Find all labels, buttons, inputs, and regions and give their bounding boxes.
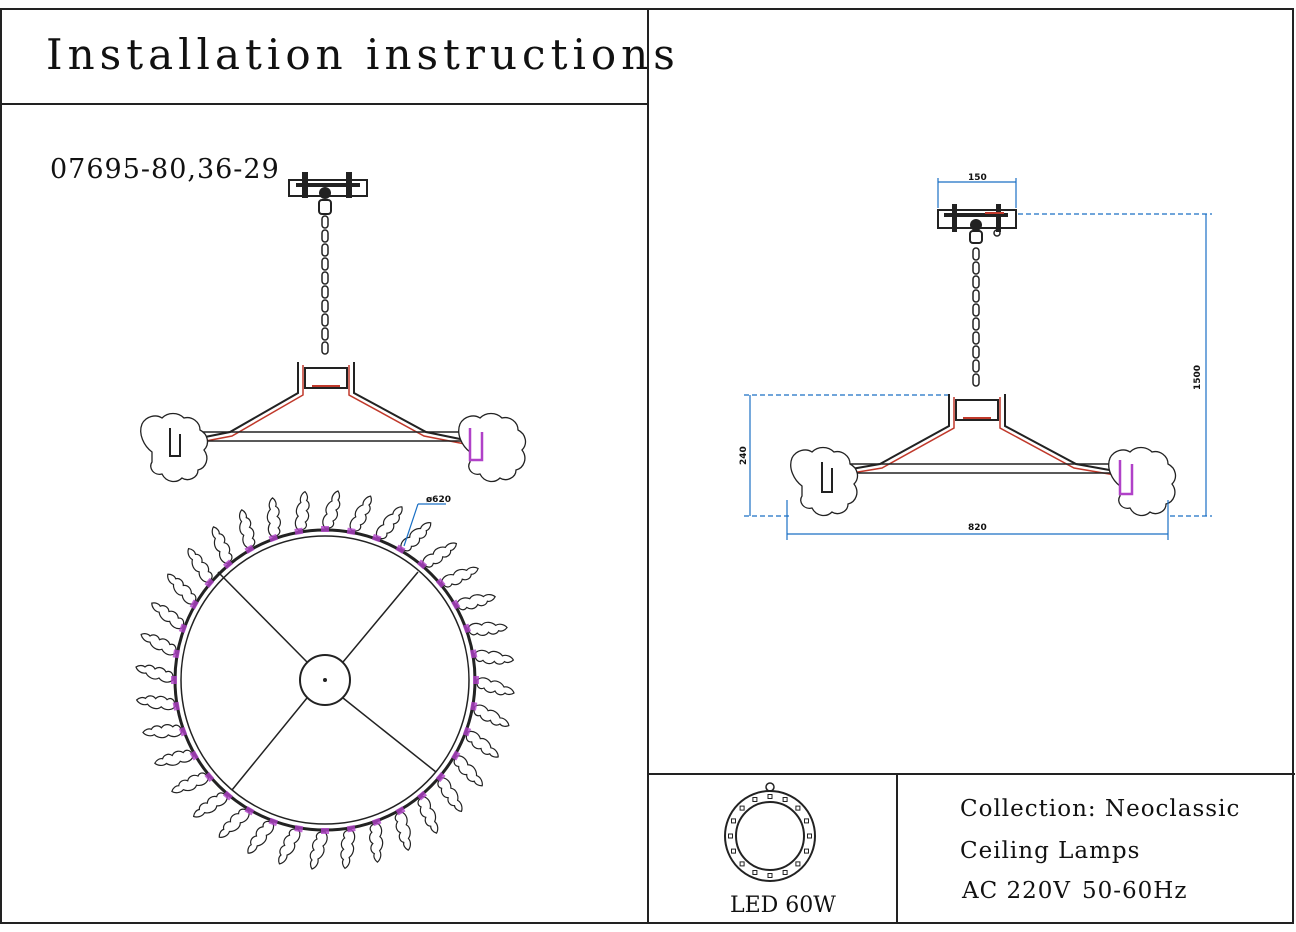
- crystal-leaf: [135, 664, 177, 684]
- model-number: 07695-80,36-29: [50, 154, 280, 185]
- crystal-leaf: [451, 750, 483, 787]
- led-chip: [767, 794, 773, 799]
- left-top-view: ø620: [135, 490, 515, 870]
- led-chip: [731, 818, 736, 824]
- led-chip: [767, 873, 773, 878]
- info-split: [896, 773, 898, 924]
- dim-total-width: 820: [968, 523, 987, 533]
- collection-text: Collection: Neoclassic: [960, 796, 1241, 822]
- led-chip: [731, 848, 736, 854]
- crystal-leaf: [435, 772, 463, 813]
- crystal-leaf: [211, 526, 233, 570]
- crystal-leaf: [462, 621, 508, 636]
- crystal-leaf: [309, 828, 329, 870]
- crystal-leaf: [369, 817, 384, 863]
- crystal-leaf: [142, 724, 188, 739]
- crystal-leaf: [167, 573, 199, 610]
- led-chip: [752, 797, 758, 802]
- right-side-view: 150 1500 240 820: [739, 173, 1212, 540]
- crystal-leaf: [140, 633, 180, 659]
- crystal-leaf: [187, 547, 215, 588]
- crystal-leaf: [470, 649, 515, 665]
- led-chip: [752, 870, 758, 875]
- dim-total-height: 1500: [1193, 365, 1203, 390]
- led-chip: [804, 818, 809, 824]
- crystal-leaf: [294, 490, 310, 535]
- led-chip: [739, 805, 745, 811]
- crystal-leaf: [395, 522, 432, 554]
- crystal-leaf: [278, 825, 304, 865]
- crystal-leaf: [238, 509, 256, 554]
- crystal-leaf: [218, 806, 255, 838]
- left-side-view: [140, 172, 527, 483]
- crystal-leaf: [154, 749, 199, 767]
- crystal-leaf: [266, 497, 281, 543]
- voltage-text: AC 220V: [962, 878, 1072, 904]
- led-label: LED 60W: [730, 893, 836, 918]
- crystal-leaf: [417, 790, 439, 834]
- led-chip: [728, 833, 733, 839]
- crystal-leaf: [135, 695, 180, 711]
- center-divider: [647, 8, 649, 924]
- crystal-leaf: [340, 825, 356, 870]
- crystal-leaf: [417, 542, 458, 570]
- diameter-label: ø620: [426, 495, 451, 505]
- info-divider: [647, 773, 1295, 775]
- led-chip: [795, 861, 801, 867]
- frequency-text: 50-60Hz: [1082, 878, 1188, 904]
- dim-body-height: 240: [739, 446, 749, 465]
- crystal-leaf: [451, 593, 496, 611]
- crystal-leaf: [346, 495, 372, 535]
- crystal-leaf: [470, 701, 510, 727]
- dim-canopy-width: 150: [968, 173, 987, 183]
- crystal-leaf: [151, 602, 188, 634]
- crystal-leaf: [247, 817, 279, 854]
- crystal-leaf: [462, 726, 499, 758]
- led-chip: [782, 870, 788, 875]
- crystal-leaf: [192, 790, 233, 818]
- led-chip: [739, 861, 745, 867]
- led-chip: [782, 797, 788, 802]
- led-ring-icon: [724, 782, 816, 882]
- crystal-leaf: [171, 772, 215, 794]
- led-chip: [795, 805, 801, 811]
- title-divider: [0, 103, 648, 105]
- crystal-leaf: [371, 506, 403, 543]
- crystal-leaf: [394, 806, 412, 851]
- crystal-leaf: [435, 566, 479, 588]
- sheet-title: Installation instructions: [46, 30, 680, 79]
- crystal-leaf: [321, 490, 341, 532]
- led-chip: [807, 833, 812, 839]
- led-chip: [804, 848, 809, 854]
- crystal-leaf: [473, 676, 515, 696]
- lamp-type-text: Ceiling Lamps: [960, 838, 1141, 864]
